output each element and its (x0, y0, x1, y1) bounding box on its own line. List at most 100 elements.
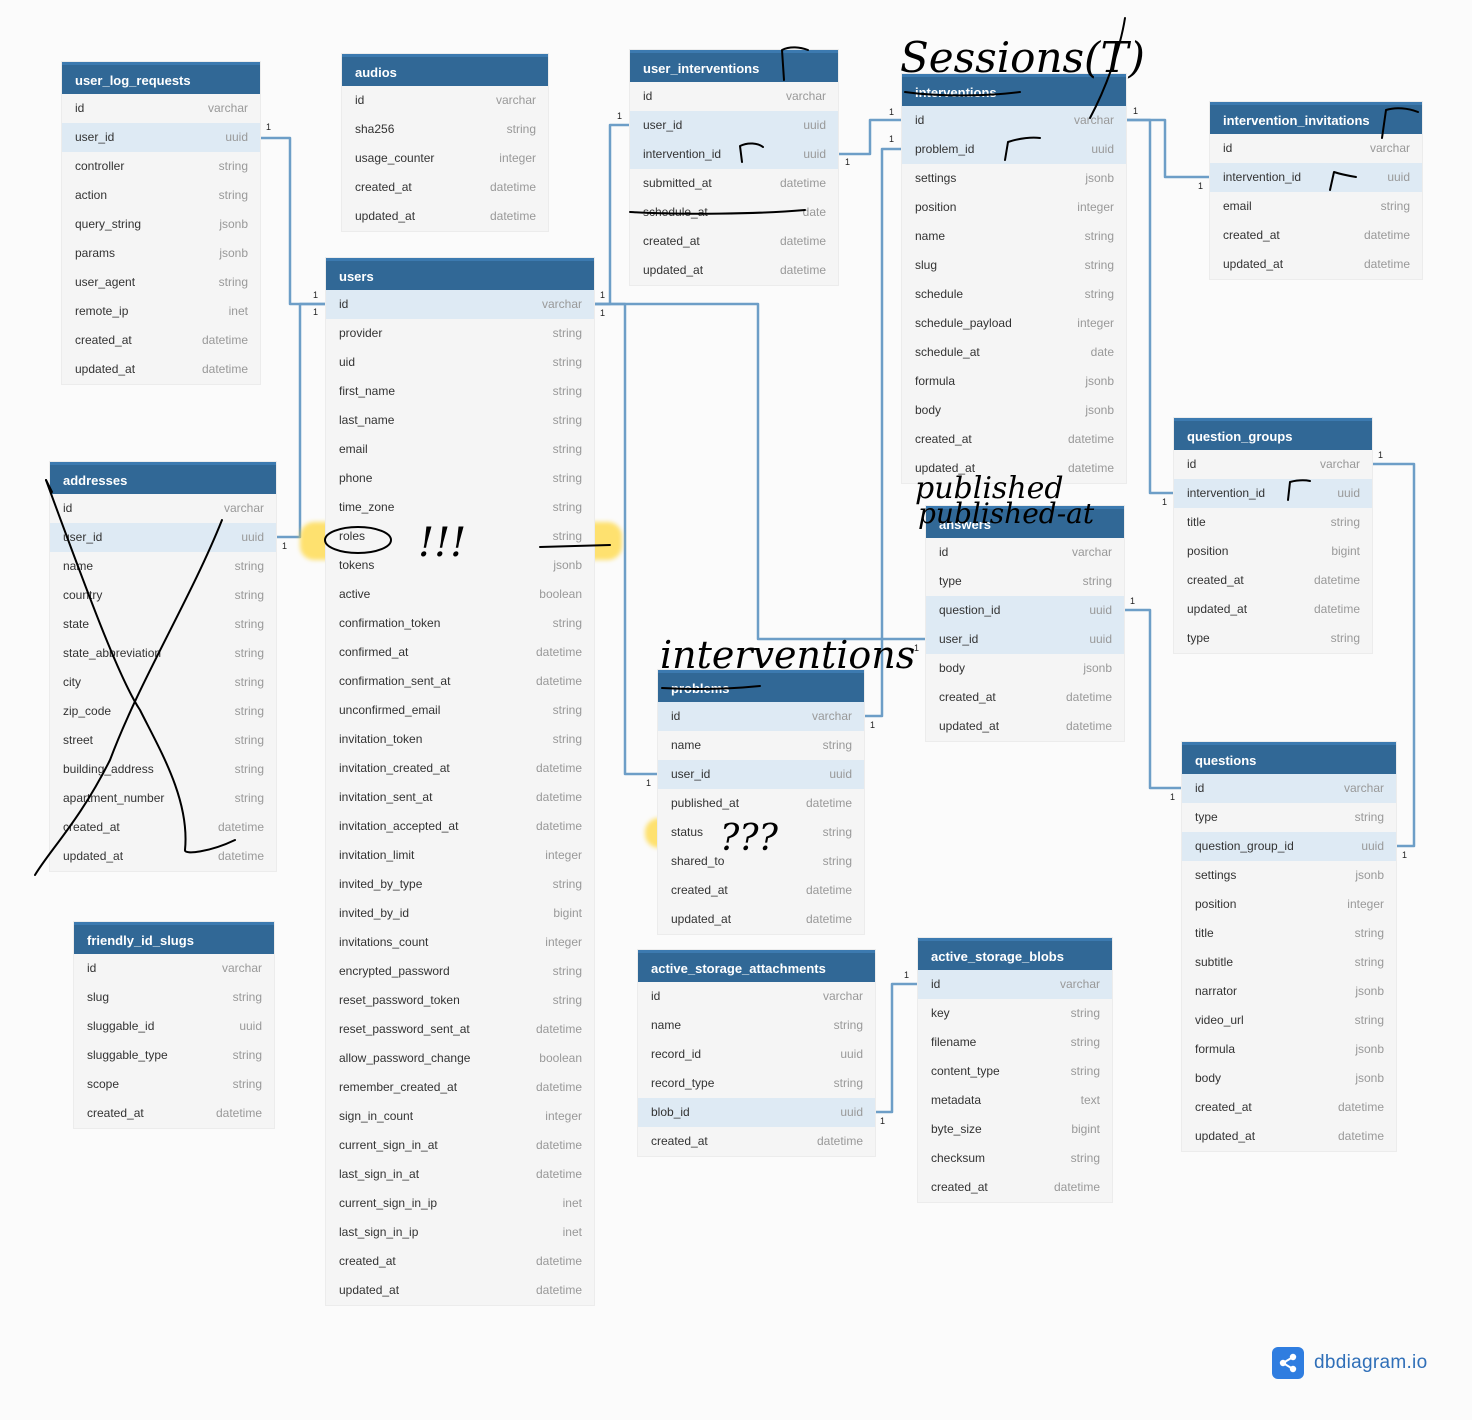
table-header[interactable]: active_storage_blobs (918, 938, 1112, 970)
table-header[interactable]: users (326, 258, 594, 290)
table-header[interactable]: addresses (50, 462, 276, 494)
table-header[interactable]: interventions (902, 74, 1126, 106)
table-header[interactable]: questions (1182, 742, 1396, 774)
table-header[interactable]: answers (926, 506, 1124, 538)
table-header[interactable]: user_log_requests (62, 62, 260, 94)
